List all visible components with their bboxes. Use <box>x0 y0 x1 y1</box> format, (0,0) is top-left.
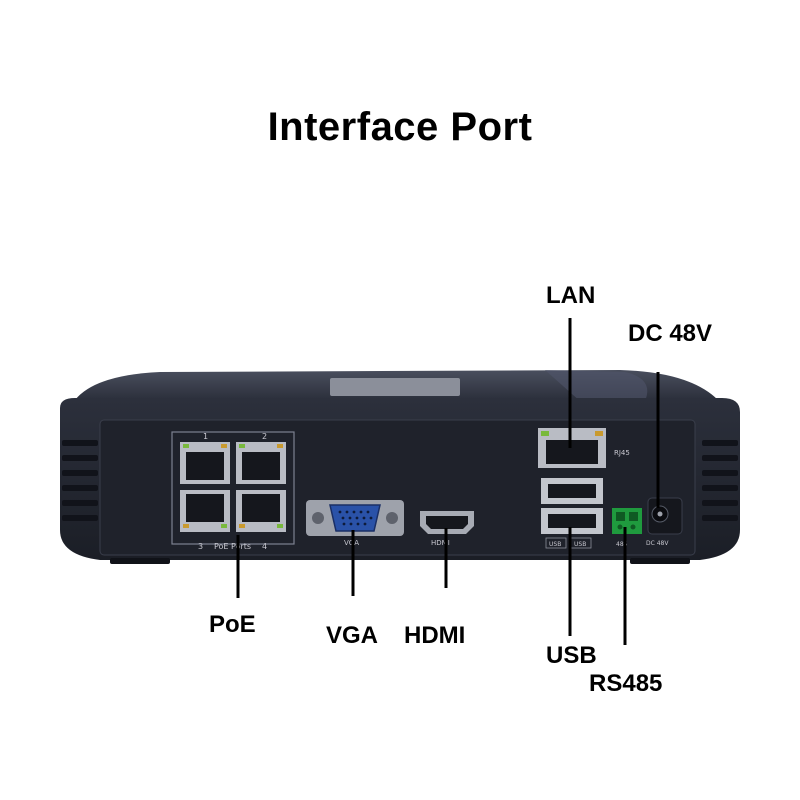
hdmi-port-label: HDMI <box>431 539 450 547</box>
usb-port-label-2: USB <box>574 541 586 548</box>
callout-vga: VGA <box>326 622 379 649</box>
right-vents <box>702 440 738 521</box>
top-label-plate <box>330 378 460 396</box>
usb-port-top <box>541 478 603 504</box>
rs485-terminal: 485 <box>612 508 642 548</box>
rs485-port-label: 485 <box>616 541 628 548</box>
callout-lines <box>236 318 660 645</box>
usb-port-bottom <box>541 508 603 534</box>
poe-port-number-2: 2 <box>262 432 267 441</box>
dc-jack-label: DC 48V <box>646 540 669 547</box>
lan-port: RJ45 <box>538 428 630 468</box>
callout-dc-48v: DC 48V <box>628 320 713 347</box>
foot-right <box>630 558 690 564</box>
callout-rs485: RS485 <box>589 670 663 697</box>
rj45-port-1 <box>180 442 230 484</box>
rj45-port-2 <box>236 442 286 484</box>
vga-port: VGA <box>306 500 404 547</box>
poe-port-number-4: 4 <box>262 542 267 551</box>
usb-port-label-1: USB <box>549 541 561 548</box>
poe-ports-block: 1 2 3 4 PoE Ports <box>171 431 295 551</box>
hdmi-port: HDMI <box>420 511 474 547</box>
rj45-port-4 <box>236 490 286 532</box>
foot-left <box>110 558 170 564</box>
poe-port-number-1: 1 <box>203 432 208 441</box>
left-vents <box>62 440 98 521</box>
poe-block-label: PoE Ports <box>214 542 251 551</box>
callout-hdmi: HDMI <box>404 622 466 649</box>
poe-port-number-3: 3 <box>198 542 203 551</box>
rj45-port-3 <box>180 490 230 532</box>
callout-lan: LAN <box>546 282 596 309</box>
page-title: Interface Port <box>267 105 533 149</box>
rj45-label: RJ45 <box>614 449 630 457</box>
callout-poe: PoE <box>209 611 256 638</box>
callout-usb: USB <box>546 642 597 669</box>
